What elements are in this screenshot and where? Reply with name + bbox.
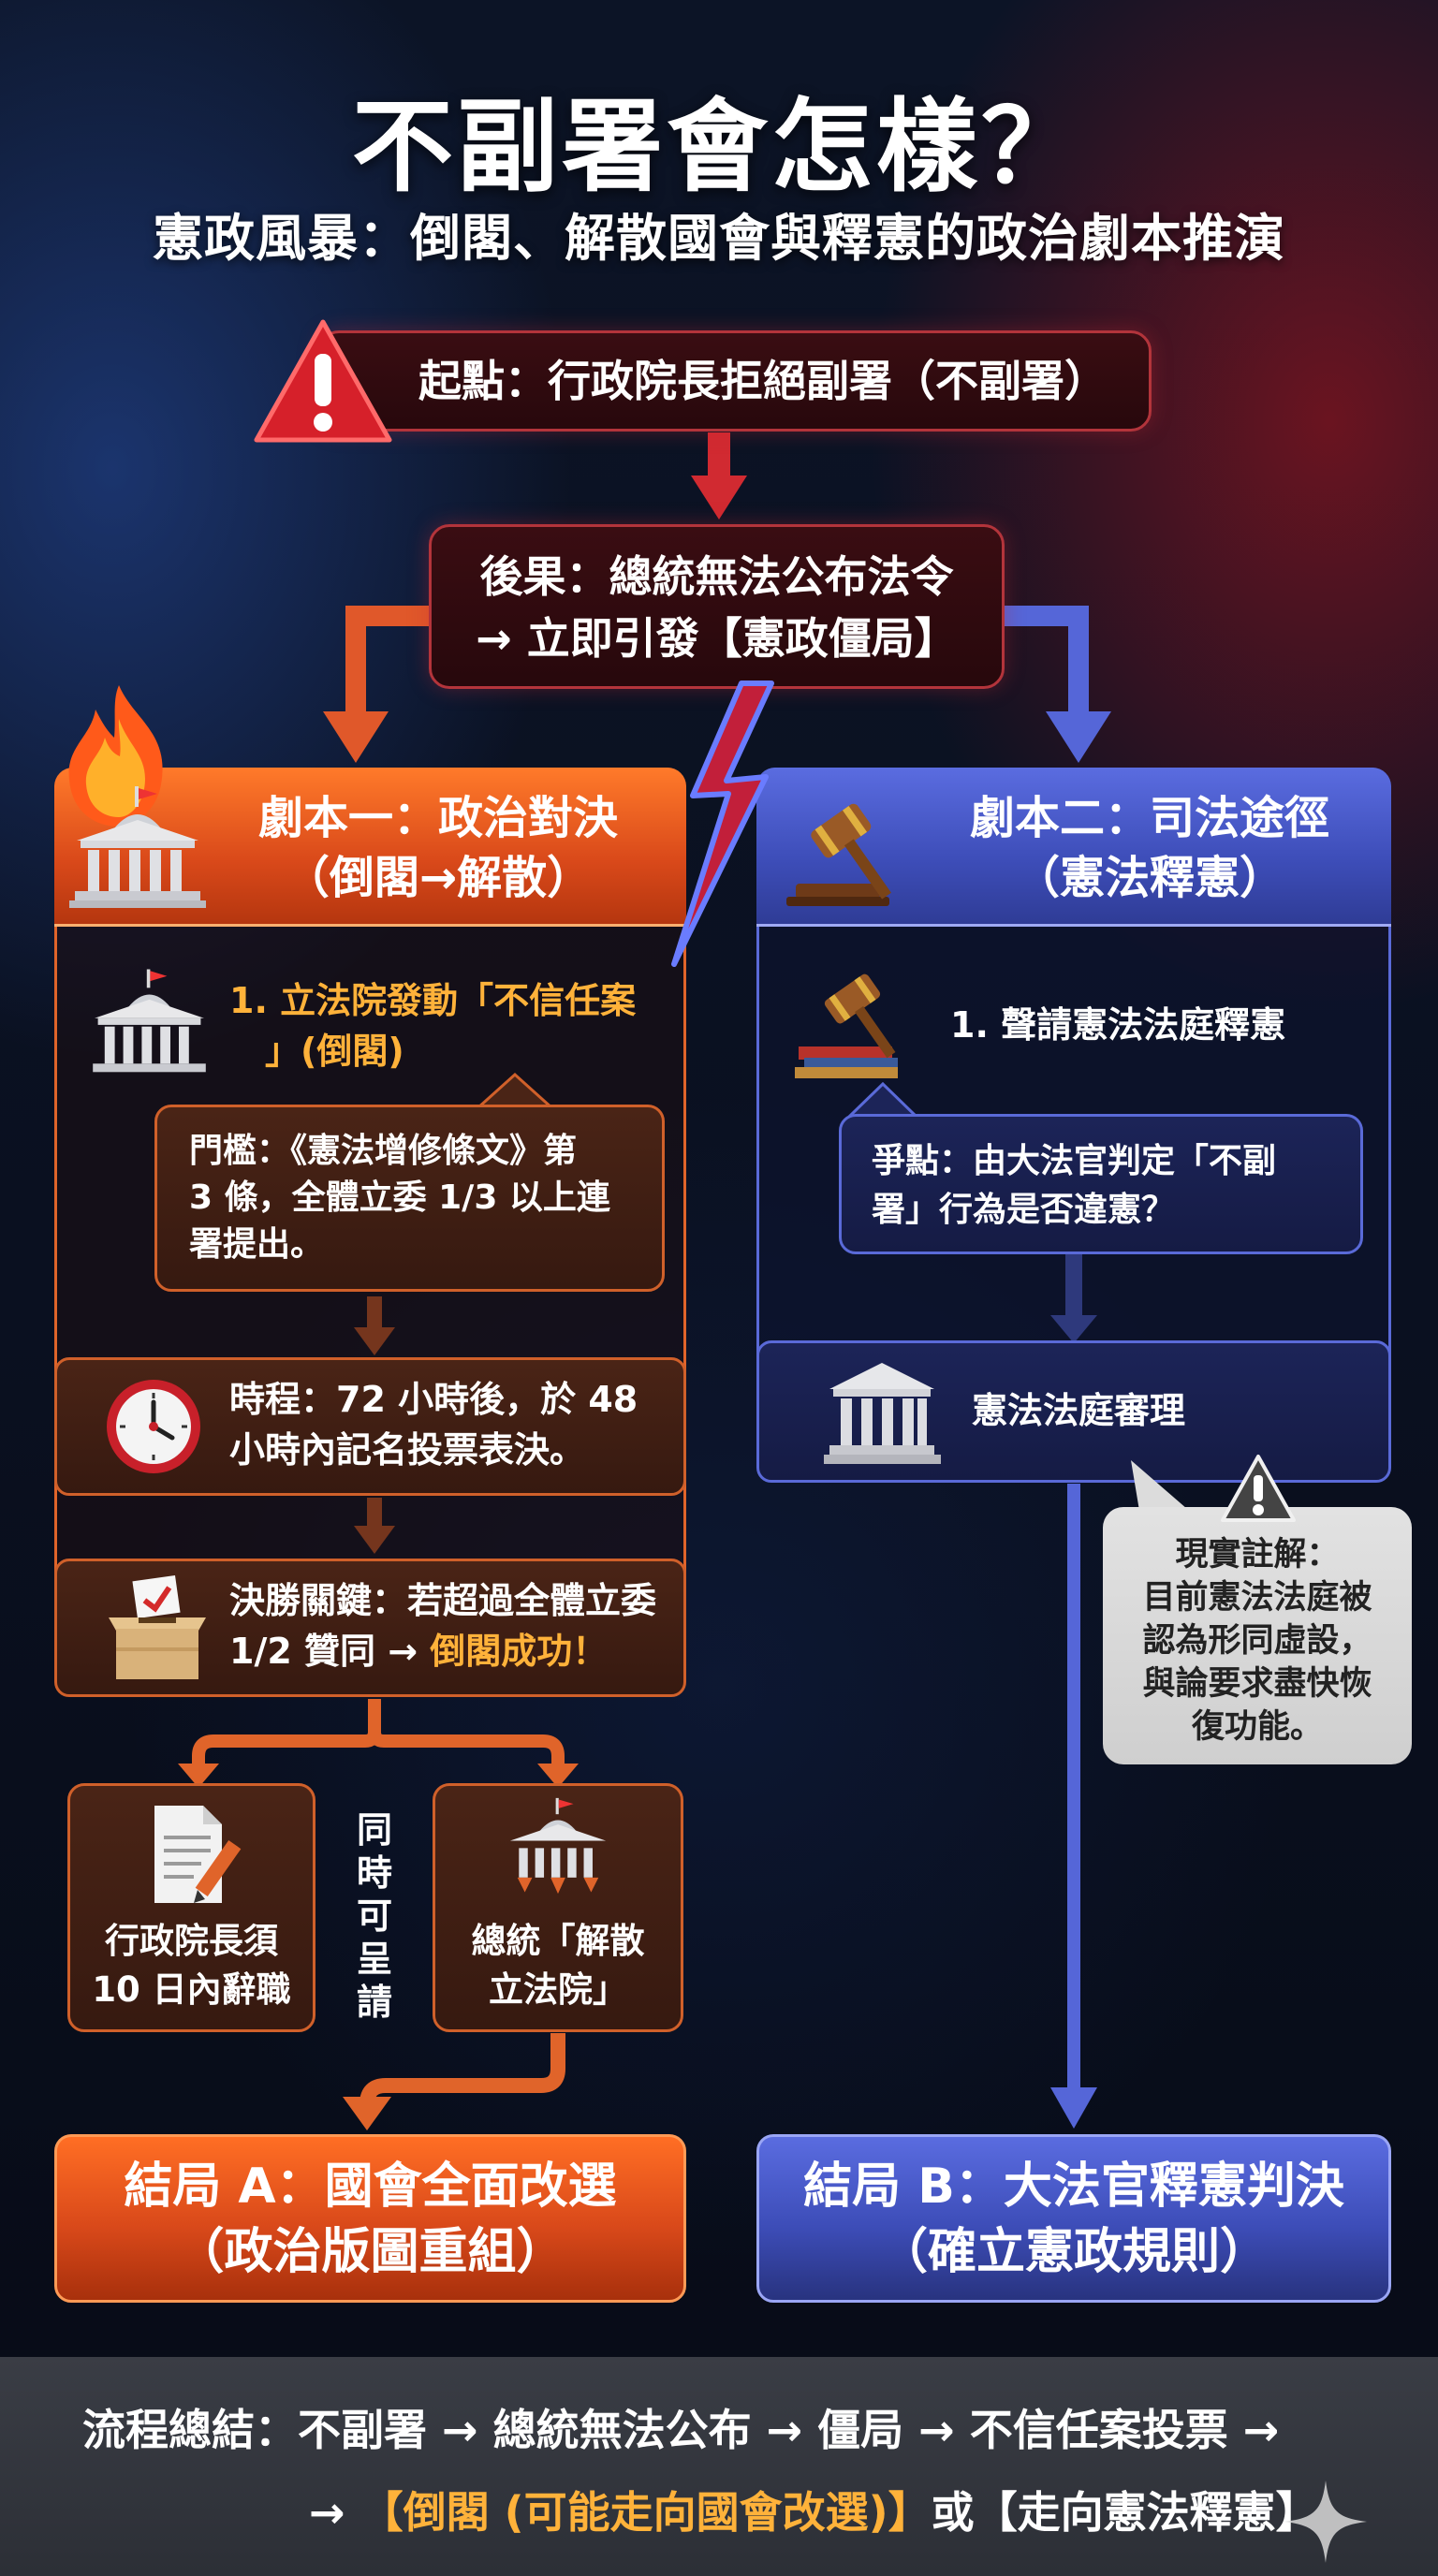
consequence-line2: → 立即引發【憲政僵局】: [476, 613, 958, 664]
warning-icon: [254, 319, 392, 443]
scenario-two-header: 劇本二：司法途徑 （憲法釋憲）: [756, 768, 1391, 927]
parliament-building-icon: [69, 786, 206, 908]
note-line5: 復功能。: [1191, 1708, 1323, 1746]
gavel-books-icon: [795, 973, 898, 1078]
note-line4: 與論要求盡快恢: [1142, 1665, 1372, 1703]
threshold-line1: 門檻：《憲法增修條文》第: [189, 1132, 578, 1170]
dispute-line1: 爭點：由大法官判定「不副: [872, 1142, 1277, 1180]
summary-line2-a: →: [309, 2487, 360, 2538]
consequence-line1: 後果：總統無法公布法令: [479, 551, 954, 602]
summary-line2-c: 或: [931, 2487, 975, 2538]
reality-note: 現實註解： 目前憲法法庭被 認為形同虛設， 與論要求盡快恢 復功能。: [1103, 1507, 1412, 1764]
arrow-start-to-consequence: [708, 432, 730, 479]
resign-line2: 10 日內辭職: [92, 1969, 291, 2010]
note-pointer: [1131, 1460, 1187, 1516]
simultaneous-label: 同時可呈請: [356, 1809, 392, 2023]
arrow-to-ending-b: [1067, 1484, 1080, 2092]
timeline-line1: 時程：72 小時後，於 48: [229, 1379, 638, 1420]
dispute-line2: 署」行為是否違憲？: [872, 1191, 1176, 1229]
document-pen-icon: [154, 1806, 242, 1903]
dissolve-line1: 總統「解散: [471, 1921, 645, 1961]
summary-footer: 流程總結：不副署 → 總統無法公布 → 僵局 → 不信任案投票 → → 【倒閣 …: [0, 2357, 1438, 2576]
dispute-box: 爭點：由大法官判定「不副 署」行為是否違憲？: [839, 1114, 1363, 1254]
start-box: 起點：行政院長拒絕副署（不副署）: [318, 330, 1152, 432]
sparkle-icon: [1284, 2481, 1367, 2563]
lightning-icon: [671, 681, 774, 967]
arrow-fork: [192, 1699, 565, 1767]
dissolve-line2: 立法院」: [489, 1969, 627, 2010]
summary-line2-b: 【倒閣 (可能走向國會改選)】: [360, 2487, 932, 2538]
clock-icon: [107, 1380, 200, 1473]
page-subtitle: 憲政風暴：倒閣、解散國會與釋憲的政治劇本推演: [153, 209, 1285, 268]
threshold-line3: 署提出。: [189, 1225, 325, 1264]
note-line3: 認為形同虛設，: [1142, 1622, 1372, 1660]
consequence-box: 後果：總統無法公布法令 → 立即引發【憲政僵局】: [429, 524, 1005, 689]
timeline-line2: 小時內記名投票表決。: [229, 1429, 586, 1471]
threshold-line2: 3 條，全體立委 1/3 以上連: [189, 1178, 610, 1217]
gavel-icon: [786, 803, 891, 906]
scenario-two-title-line2: （憲法釋憲）: [1014, 852, 1284, 904]
page-title: 不副署會怎樣？: [351, 89, 1086, 206]
arrow-to-scenario-two: [1005, 606, 1089, 721]
arrow-to-ending-a: [360, 2033, 565, 2105]
ballot-box-icon: [109, 1574, 206, 1679]
summary-line2-d: 【走向憲法釋憲】: [974, 2487, 1319, 2538]
parliament-building-icon: [93, 969, 206, 1073]
timeline-text: 時程：72 小時後，於 48 小時內記名投票表決。: [229, 1374, 679, 1475]
scenario-two-title-line1: 劇本二：司法途徑: [969, 792, 1329, 844]
summary-line2: → 【倒閣 (可能走向國會改選)】或【走向憲法釋憲】: [309, 2479, 1319, 2540]
arrow-head-consequence: [691, 476, 747, 520]
ending-b-line1: 結局 B：大法官釋憲判決: [803, 2159, 1344, 2215]
resign-line1: 行政院長須: [105, 1921, 278, 1961]
ending-b-line2: （確立憲政規則）: [878, 2224, 1269, 2280]
court-review-text: 憲法法庭審理: [972, 1390, 1186, 1431]
decisive-line2: 1/2 贊同 → 倒閣成功！: [229, 1626, 679, 1676]
parliament-building-icon: [509, 1797, 607, 1895]
start-label: 起點：行政院長拒絕副署（不副署）: [418, 356, 1108, 406]
dissolve-text: 總統「解散 立法院」: [433, 1917, 683, 2014]
scenario-one-title-line1: 劇本一：政治對決: [257, 792, 618, 844]
ending-a-line1: 結局 A：國會全面改選: [124, 2159, 617, 2215]
step1-line1: 1. 立法院發動「不信任案: [229, 980, 637, 1021]
threshold-box: 門檻：《憲法增修條文》第 3 條，全體立委 1/3 以上連 署提出。: [154, 1105, 665, 1292]
ending-a-line2: （政治版圖重組）: [175, 2224, 565, 2280]
decisive-text: 決勝關鍵：若超過全體立委 1/2 贊同 → 倒閣成功！: [229, 1575, 679, 1676]
note-line2: 目前憲法法庭被: [1142, 1579, 1372, 1617]
summary-line1: 流程總結：不副署 → 總統無法公布 → 僵局 → 不信任案投票 →: [82, 2405, 1280, 2455]
scenario-two-step1: 1. 聲請憲法法庭釋憲: [950, 1004, 1286, 1046]
scenario-one-step1: 1. 立法院發動「不信任案 」(倒閣): [229, 975, 669, 1076]
arrow-to-scenario-one: [345, 606, 429, 721]
step1-line2: 」(倒閣): [265, 1031, 404, 1072]
court-building-icon: [824, 1363, 941, 1464]
resign-text: 行政院長須 10 日內辭職: [67, 1917, 315, 2014]
decisive-line2-a: 1/2 贊同 →: [229, 1631, 431, 1672]
scenario-one-title-line2: （倒閣→解散）: [284, 852, 593, 904]
decisive-line2-b: 倒閣成功！: [430, 1631, 609, 1672]
decisive-line1: 決勝關鍵：若超過全體立委: [229, 1580, 657, 1621]
callout-pointer: [474, 1072, 556, 1110]
ending-a-box: 結局 A：國會全面改選 （政治版圖重組）: [54, 2134, 686, 2303]
note-line1: 現實註解：: [1175, 1536, 1340, 1573]
warning-icon: [1221, 1455, 1296, 1522]
callout-pointer: [846, 1081, 919, 1118]
ending-b-box: 結局 B：大法官釋憲判決 （確立憲政規則）: [756, 2134, 1391, 2303]
